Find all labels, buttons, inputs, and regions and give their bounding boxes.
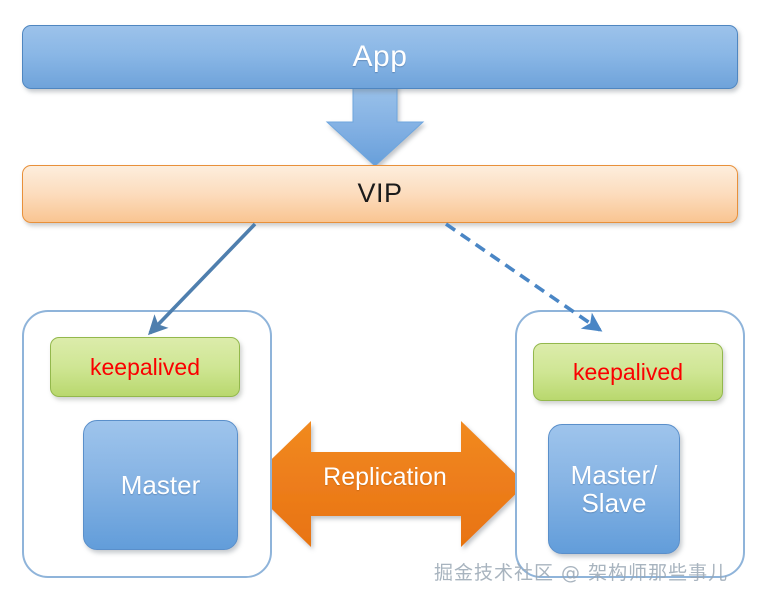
app-node[interactable]: App <box>22 25 738 89</box>
keepalived-node-right[interactable]: keepalived <box>533 343 723 401</box>
vip-node[interactable]: VIP <box>22 165 738 223</box>
database-node-right[interactable]: Master/ Slave <box>548 424 680 554</box>
database-node-left[interactable]: Master <box>83 420 238 550</box>
keepalived-node-left-label: keepalived <box>90 353 200 380</box>
database-node-right-label: Master/ Slave <box>570 459 658 518</box>
vip-node-label: VIP <box>357 178 403 209</box>
app-node-label: App <box>352 39 408 73</box>
replication-arrow-label: Replication <box>323 463 447 491</box>
database-node-left-label: Master <box>120 469 201 500</box>
app-to-vip-arrow <box>325 81 425 167</box>
watermark-text: 掘金技术社区 @ 架构师那些事儿 <box>434 562 729 584</box>
keepalived-node-left[interactable]: keepalived <box>50 337 240 397</box>
replication-arrow <box>246 421 526 547</box>
keepalived-node-right-label: keepalived <box>573 358 683 385</box>
